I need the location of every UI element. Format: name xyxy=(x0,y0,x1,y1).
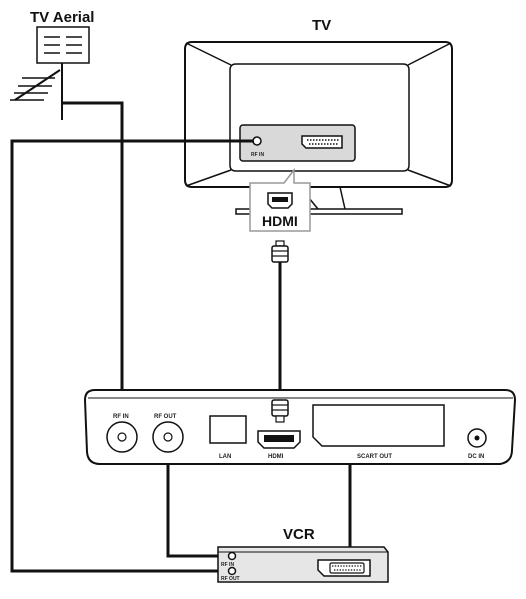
tv-rf-in-label: RF IN xyxy=(251,152,264,158)
aerial-to-stb-cable xyxy=(62,101,124,430)
tv-aerial-label: TV Aerial xyxy=(30,9,94,26)
tv-to-vcr-rf-cable xyxy=(10,139,254,573)
stb-lan-label: LAN xyxy=(219,454,231,460)
hdmi-plug-bottom xyxy=(271,399,289,423)
stb-hdmi-label: HDMI xyxy=(268,454,284,460)
stb-scart-out-label: SCART OUT xyxy=(357,454,392,460)
vcr-rf-out-port xyxy=(227,566,237,576)
stb-lan-port xyxy=(209,415,247,444)
vcr-label: VCR xyxy=(283,526,315,543)
hdmi-plug-top xyxy=(271,240,289,263)
stb-body xyxy=(83,389,517,465)
stb-dc-in-label: DC IN xyxy=(468,454,484,460)
stb-to-vcr-rf-cable xyxy=(166,433,232,558)
vcr-rf-in-label: RF IN xyxy=(221,562,234,568)
vcr-rf-in-port xyxy=(227,551,237,561)
vcr: VCR RF IN RF OUT xyxy=(217,526,389,583)
vcr-rf-out-label: RF OUT xyxy=(221,576,240,582)
cables xyxy=(10,101,352,573)
tv-scart-port xyxy=(301,135,343,149)
hdmi-callout-label: HDMI xyxy=(262,213,298,229)
stb-scart-out-port xyxy=(312,404,445,447)
stb-rf-out-label: RF OUT xyxy=(154,414,177,420)
stb-rf-in-label: RF IN xyxy=(113,414,129,420)
tv-rf-in-port xyxy=(252,136,262,146)
hdmi-callout: HDMI xyxy=(249,167,311,232)
tv-aerial: TV Aerial xyxy=(10,9,94,120)
tv-label: TV xyxy=(312,17,331,34)
tv-port-panel xyxy=(239,124,356,162)
tv: TV RF IN xyxy=(184,17,453,215)
set-top-box: RF IN RF OUT LAN HDMI SCART OUT DC IN xyxy=(83,389,517,465)
